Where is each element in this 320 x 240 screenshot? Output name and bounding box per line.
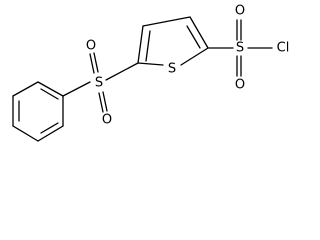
atom-labels: S O O S S O O Cl [86,4,289,128]
benzene-ring [12,81,64,142]
atom-label-chlorine: Cl [277,41,290,56]
bond-sulfonyl-thiophene [105,62,139,81]
benzene-bond-6 [12,81,39,97]
so-double-bond-top-2 [93,52,99,73]
benzene-bond-1 [37,81,64,97]
chemical-structure-diagram: S O O S S O O Cl [12,4,289,142]
bond-benzene-sulfonyl [62,81,91,97]
sulfonyl-chloride-group [236,19,273,77]
so-double-bond-bottom-1 [102,91,108,112]
so-double-bond-bottom-2 [98,92,104,113]
thiophene-bond-c2-s [180,47,209,66]
benzene-double-bond-a [40,88,59,100]
so-double-bond-top-1 [89,53,95,74]
thiophene-bond-c4-c3 [142,16,191,27]
atom-label-thiophene-s: S [168,62,176,77]
atom-label-sulfonyl-s-left: S [95,76,103,91]
benzene-bond-3 [37,125,64,142]
thiophene-bond-c5-c4 [137,25,144,64]
benzene-double-bond-b [40,122,59,134]
atom-label-sulfonyl-s-right: S [236,41,244,56]
atom-label-o-right-bottom: O [235,78,245,93]
thiophene-ring [137,16,209,66]
thiophene-double-c5-c4 [145,30,151,62]
thiophene-bond-c3-c2 [189,16,209,49]
thiophene-double-c3-c2 [186,25,201,49]
atom-label-o-left-bottom: O [102,113,112,128]
atom-label-o-right-top: O [235,4,245,19]
benzene-bond-4 [12,125,39,142]
thiophene-bond-s-c5 [137,62,164,66]
sulfonyl-group-left [89,52,139,113]
atom-label-o-left-top: O [86,39,96,54]
